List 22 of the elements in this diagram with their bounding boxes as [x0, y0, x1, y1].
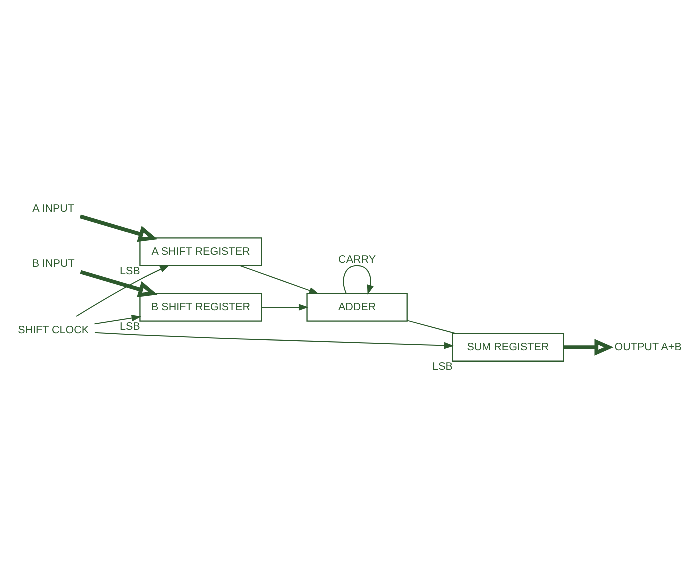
node-label: LSB [120, 265, 140, 278]
connector [406, 320, 456, 334]
arrow [343, 264, 374, 294]
node-text: SHIFT CLOCK [18, 324, 90, 336]
node-box: ADDER [306, 292, 408, 322]
arrow [564, 338, 614, 356]
arrow [76, 264, 170, 317]
arrow [94, 332, 454, 349]
arrow [94, 314, 142, 324]
node-box: SUM REGISTER [452, 332, 564, 362]
arrow [262, 304, 309, 310]
node-box: A SHIFT REGISTER [140, 237, 262, 266]
node-label: LSB [120, 320, 140, 332]
arrow [80, 270, 158, 297]
node-text: OUTPUT A+B [614, 340, 682, 353]
node-text: A INPUT [32, 202, 75, 214]
edge-label: CARRY [338, 253, 376, 266]
node-box: B SHIFT REGISTER [140, 292, 262, 322]
node-label: LSB [432, 360, 453, 372]
arrow [80, 214, 158, 242]
arrow [240, 264, 320, 294]
node-text: B INPUT [32, 258, 75, 270]
